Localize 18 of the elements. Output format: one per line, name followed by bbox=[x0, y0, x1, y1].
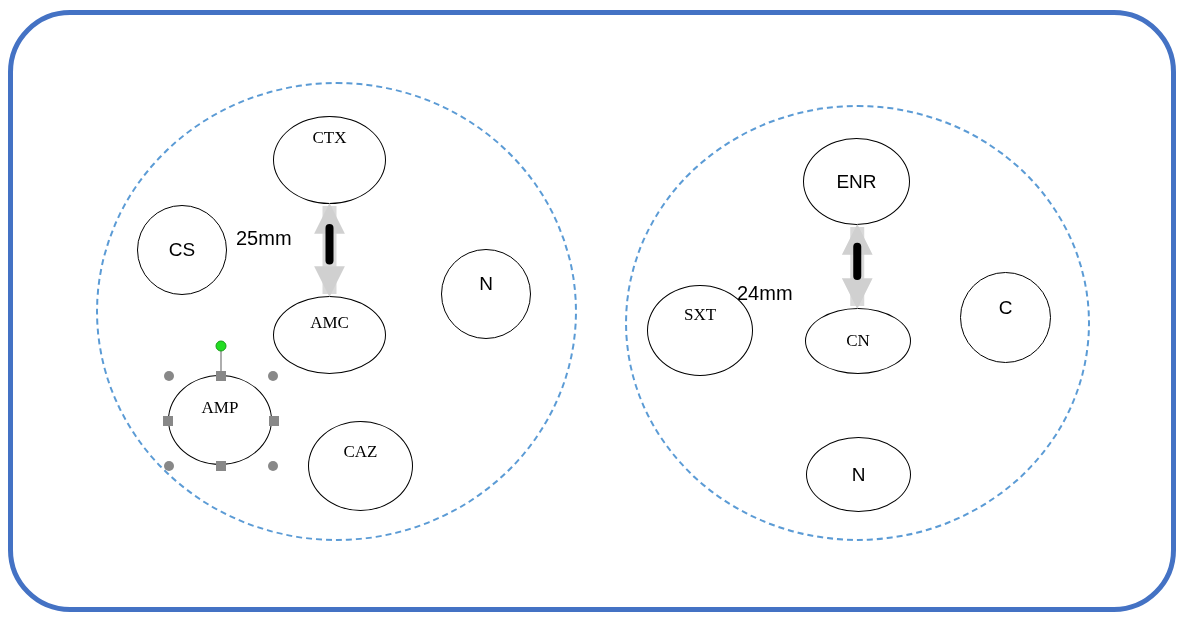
disk-label: ENR bbox=[836, 170, 877, 193]
dimension-label: 25mm bbox=[236, 227, 292, 250]
disk-label: N bbox=[479, 273, 493, 295]
disk-label: CN bbox=[846, 331, 870, 351]
disk-label: C bbox=[998, 296, 1013, 319]
disk-label: AMC bbox=[310, 313, 349, 333]
dashed-zone-circle bbox=[96, 82, 577, 541]
disk-label: CTX bbox=[312, 128, 347, 148]
disk-label: CAZ bbox=[343, 442, 378, 462]
disk-label: CS bbox=[168, 239, 196, 261]
disk-label: SXT bbox=[683, 304, 717, 325]
agar-plate bbox=[8, 10, 1176, 612]
disk-label: N bbox=[851, 463, 866, 486]
double-arrow bbox=[314, 202, 345, 298]
dashed-zone-circle bbox=[625, 105, 1090, 541]
dimension-label: 24mm bbox=[737, 282, 793, 305]
double-arrow bbox=[841, 223, 873, 310]
disk-label: AMP bbox=[201, 398, 239, 418]
